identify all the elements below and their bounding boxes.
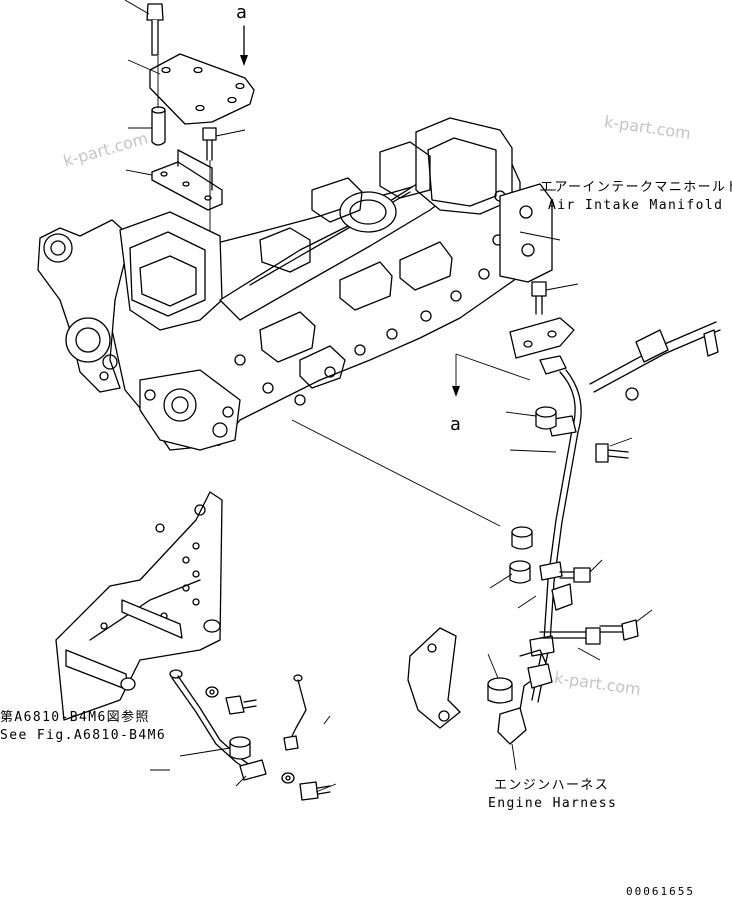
harness-bracket bbox=[407, 627, 461, 729]
washer-left-2 bbox=[281, 772, 295, 784]
tube-bracket-top bbox=[509, 317, 575, 375]
cable-small bbox=[283, 674, 307, 751]
view-arrow-top-label: a bbox=[236, 2, 247, 23]
bolt-left-2 bbox=[299, 781, 337, 801]
view-arrow-top bbox=[240, 25, 248, 66]
spacer-right-1 bbox=[505, 406, 557, 430]
clip-bolt-top bbox=[531, 281, 579, 315]
see-figure-label-en: See Fig.A6810-B4M6 bbox=[0, 728, 167, 743]
reference-bracket bbox=[55, 491, 223, 721]
bolt-left-1 bbox=[225, 695, 257, 715]
washer-left bbox=[205, 686, 219, 698]
spacer-upper bbox=[128, 106, 166, 146]
view-arrow-mid-label: a bbox=[450, 414, 461, 435]
see-figure-label-jp: 第A6810-B4M6図参照 bbox=[0, 710, 150, 725]
right-pipe bbox=[589, 321, 721, 401]
air-intake-label-en: Air Intake Manifold bbox=[548, 198, 724, 213]
spacer-tube bbox=[489, 560, 531, 589]
drawing-number: 00061655 bbox=[626, 885, 695, 898]
tube-bracket-mid bbox=[551, 583, 573, 611]
bolt-right-lower bbox=[559, 559, 603, 583]
engine-harness-label-en: Engine Harness bbox=[488, 796, 618, 811]
harness-clamp bbox=[497, 649, 553, 771]
small-bolt bbox=[202, 127, 246, 161]
spacer-harness bbox=[487, 653, 513, 704]
long-bolt bbox=[539, 627, 601, 661]
bracket-strip bbox=[125, 149, 223, 211]
clip-bolt-right bbox=[595, 437, 633, 463]
spacer-left bbox=[179, 736, 251, 760]
bolt-far-right bbox=[599, 609, 653, 641]
air-intake-label-jp: エアーインテークマニホールド bbox=[540, 180, 732, 195]
view-arrow-mid bbox=[452, 353, 531, 397]
top-bolt bbox=[124, 0, 164, 56]
cylinder-head-assembly bbox=[37, 117, 553, 451]
dipstick-tube bbox=[529, 369, 582, 703]
mounting-plate bbox=[127, 53, 255, 125]
engine-harness-label-jp: エンジンハーネス bbox=[494, 778, 610, 793]
clamp-left bbox=[235, 759, 267, 787]
spacer-lower bbox=[511, 526, 533, 550]
